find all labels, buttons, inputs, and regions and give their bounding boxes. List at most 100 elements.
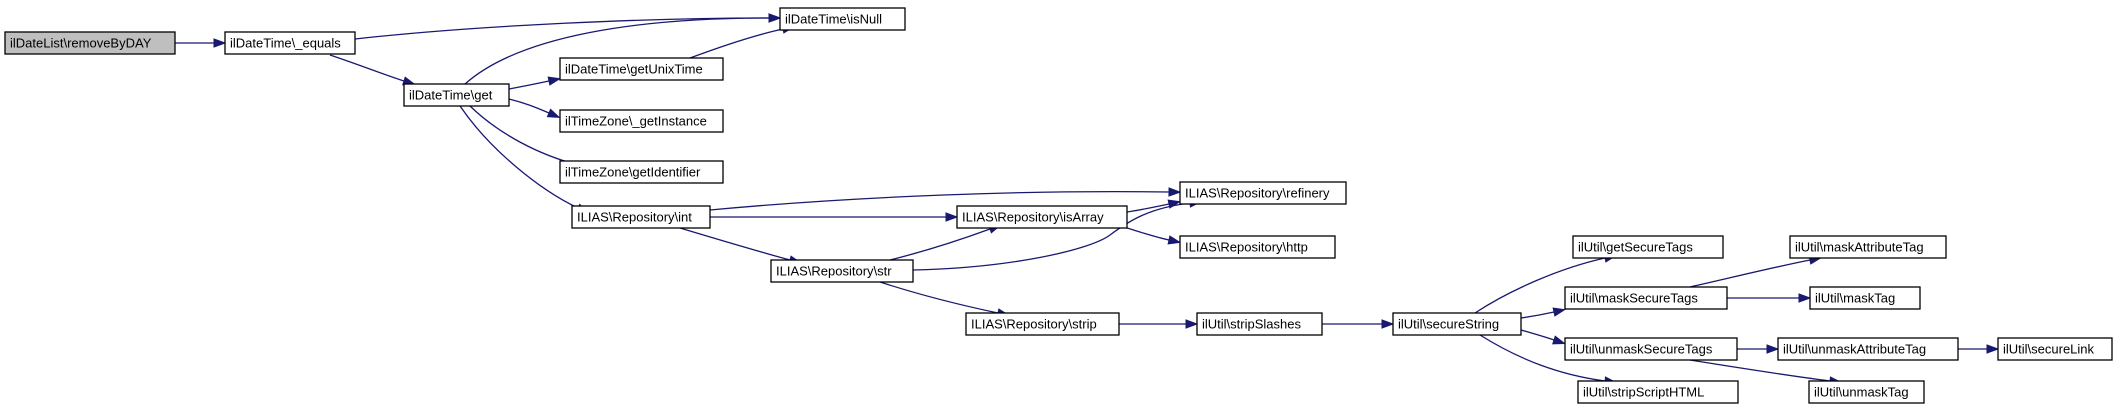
edge-n1-to-n2: [354, 13, 782, 40]
edge-n0-to-n1: [175, 38, 227, 48]
node-label: ilUtil\stripScriptHTML: [1583, 385, 1704, 400]
graph-node-n0[interactable]: ilDateList\removeByDAY: [4, 31, 176, 55]
node-box: [1196, 312, 1323, 336]
edge-line: [679, 227, 791, 261]
edge-n13-to-n14: [1322, 319, 1395, 329]
graph-node-n11[interactable]: ILIAS\Repository\http: [1179, 235, 1336, 259]
node-label: ILIAS\Repository\strip: [971, 317, 1097, 332]
node-box: [1564, 286, 1728, 310]
edge-line: [354, 17, 770, 40]
graph-node-n2[interactable]: ilDateTime\isNull: [779, 7, 906, 31]
graph-node-n7[interactable]: ILIAS\Repository\int: [571, 205, 711, 229]
edge-n10-to-n12: [879, 281, 1011, 318]
node-label: ilDateTime\get: [409, 88, 493, 103]
node-box: [770, 259, 914, 283]
graph-node-n21[interactable]: ilUtil\unmaskAttributeTag: [1777, 337, 1959, 361]
arrowhead-icon: [546, 108, 561, 118]
node-label: ilUtil\secureLink: [2003, 342, 2095, 357]
node-box: [571, 205, 711, 229]
graph-node-n6[interactable]: ilTimeZone\getIdentifier: [559, 160, 724, 184]
edge-n10-to-n9: [889, 224, 1002, 261]
edge-n12-to-n13: [1119, 319, 1199, 329]
node-label: ilUtil\maskTag: [1815, 291, 1895, 306]
node-box: [1179, 235, 1336, 259]
edge-line: [508, 80, 550, 90]
node-box: [403, 83, 510, 107]
node-label: ilUtil\unmaskSecureTags: [1570, 342, 1713, 357]
graph-node-n17[interactable]: ilUtil\unmaskSecureTags: [1564, 337, 1738, 361]
edge-line: [459, 105, 579, 209]
edge-n1-to-n3: [329, 54, 416, 86]
node-label: ilDateTime\isNull: [785, 12, 882, 27]
graph-node-n14[interactable]: ilUtil\secureString: [1392, 312, 1522, 336]
node-label: ilUtil\unmaskAttributeTag: [1783, 342, 1926, 357]
graph-node-n20[interactable]: ilUtil\maskTag: [1809, 286, 1921, 310]
node-label: ILIAS\Repository\int: [577, 210, 692, 225]
edge-n7-to-n9: [710, 212, 959, 222]
node-box: [559, 57, 724, 81]
graph-node-n13[interactable]: ilUtil\stripSlashes: [1196, 312, 1323, 336]
node-box: [4, 31, 176, 55]
graph-node-n9[interactable]: ILIAS\Repository\isArray: [956, 205, 1128, 229]
arrowhead-icon: [945, 212, 959, 222]
graph-node-n8[interactable]: ILIAS\Repository\refinery: [1179, 181, 1347, 205]
graph-node-n5[interactable]: ilTimeZone\_getInstance: [559, 109, 724, 133]
node-label: ilDateTime\_equals: [230, 36, 341, 51]
node-box: [559, 160, 724, 184]
edge-n14-to-n16: [1520, 307, 1567, 319]
node-label: ilUtil\stripSlashes: [1202, 317, 1301, 332]
edge-line: [1479, 334, 1606, 382]
graph-node-n3[interactable]: ilDateTime\get: [403, 83, 510, 107]
node-box: [1572, 235, 1724, 259]
node-label: ILIAS\Repository\isArray: [962, 210, 1104, 225]
arrowhead-icon: [768, 13, 782, 23]
edge-line: [1126, 227, 1170, 241]
node-label: ilUtil\maskAttributeTag: [1795, 240, 1924, 255]
graph-node-n10[interactable]: ILIAS\Repository\str: [770, 259, 914, 283]
graph-node-n4[interactable]: ilDateTime\getUnixTime: [559, 57, 724, 81]
node-box: [1997, 337, 2113, 361]
edge-n14-to-n17: [1520, 329, 1566, 345]
edge-n17-to-n21: [1737, 344, 1780, 354]
call-graph-edges: [175, 13, 2000, 386]
edge-n3-to-n2: [464, 13, 782, 85]
arrowhead-icon: [1552, 307, 1567, 317]
edge-n3-to-n5: [508, 98, 561, 118]
arrowhead-icon: [547, 76, 562, 86]
edge-line: [1520, 311, 1555, 319]
arrowhead-icon: [213, 38, 227, 48]
node-box: [965, 312, 1120, 336]
edge-line: [709, 190, 1170, 211]
node-box: [559, 109, 724, 133]
graph-node-n12[interactable]: ILIAS\Repository\strip: [965, 312, 1120, 336]
graph-node-n1[interactable]: ilDateTime\_equals: [224, 31, 356, 55]
node-label: ILIAS\Repository\str: [776, 264, 892, 279]
node-label: ilTimeZone\_getInstance: [565, 114, 707, 129]
call-graph-nodes: ilDateList\removeByDAY ilDateTime\_equals…: [4, 7, 2113, 404]
arrowhead-icon: [1766, 344, 1780, 354]
edge-n16-to-n19: [1689, 255, 1823, 288]
graph-node-n15[interactable]: ilUtil\getSecureTags: [1572, 235, 1724, 259]
node-label: ilTimeZone\getIdentifier: [565, 165, 701, 180]
graph-node-n18[interactable]: ilUtil\stripScriptHTML: [1577, 380, 1739, 404]
arrowhead-icon: [1552, 335, 1566, 345]
graph-node-n22[interactable]: ilUtil\unmaskTag: [1808, 380, 1925, 404]
edge-n3-to-n4: [508, 76, 562, 90]
graph-node-n19[interactable]: ilUtil\maskAttributeTag: [1789, 235, 1947, 259]
edge-line: [1689, 359, 1831, 382]
node-label: ilUtil\unmaskTag: [1814, 385, 1909, 400]
edge-line: [1689, 259, 1811, 288]
graph-node-n23[interactable]: ilUtil\secureLink: [1997, 337, 2113, 361]
edge-line: [1126, 203, 1170, 213]
edge-line: [879, 281, 999, 314]
node-label: ilUtil\getSecureTags: [1578, 240, 1693, 255]
node-box: [1789, 235, 1947, 259]
edge-line: [508, 98, 550, 114]
node-label: ILIAS\Repository\refinery: [1185, 186, 1330, 201]
graph-node-n16[interactable]: ilUtil\maskSecureTags: [1564, 286, 1728, 310]
arrowhead-icon: [1167, 235, 1182, 245]
edge-n7-to-n8: [709, 187, 1182, 211]
arrowhead-icon: [1185, 319, 1199, 329]
arrowhead-icon: [1168, 187, 1182, 197]
